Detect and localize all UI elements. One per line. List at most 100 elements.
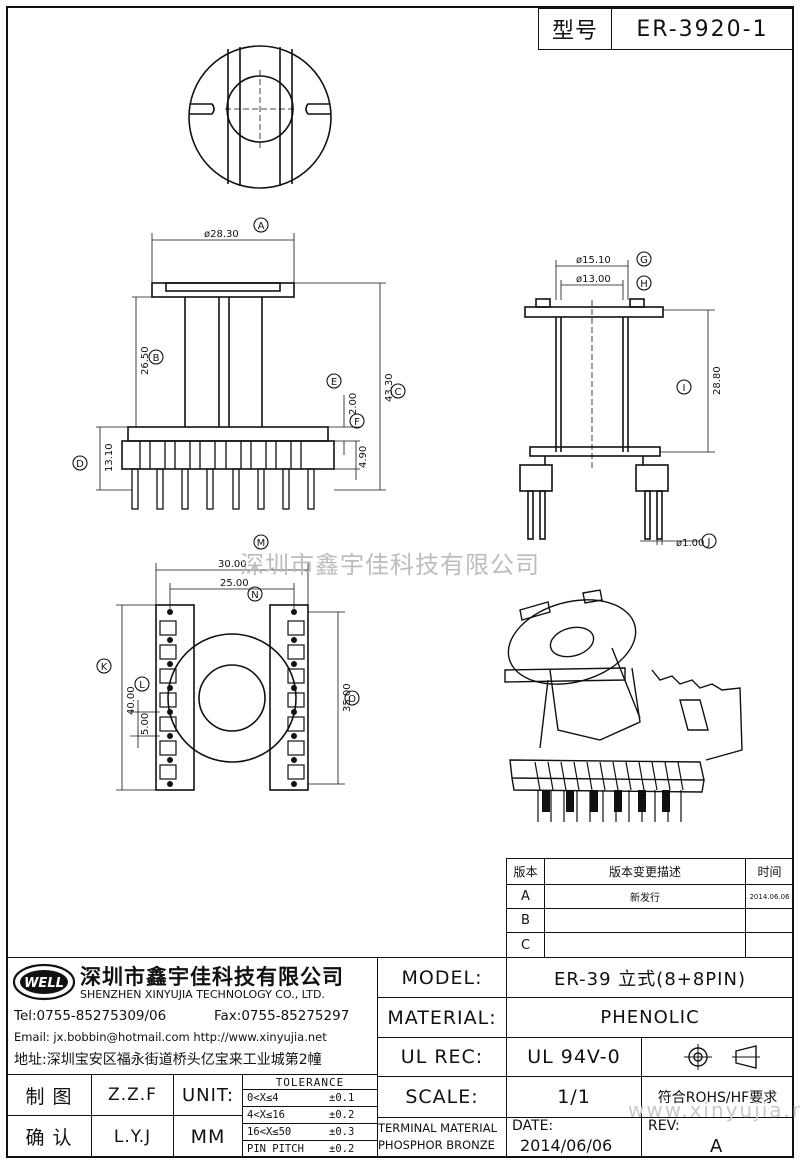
ulrec-value: UL 94V-0 (506, 1037, 642, 1077)
draw-name: Z.Z.F (91, 1074, 174, 1116)
svg-text:A: A (258, 221, 265, 232)
dim-n: 25.00 (220, 578, 249, 589)
unit-value: MM (173, 1115, 243, 1158)
dim-m: 30.00 (218, 559, 247, 570)
ulrec-label: UL REC: (377, 1037, 507, 1077)
svg-text:B: B (153, 353, 160, 364)
tolerance-value-4: ±0.2 (329, 1143, 355, 1155)
tolerance-range-1: 0<X≤4 (247, 1092, 279, 1104)
date-value: 2014/06/06 (520, 1136, 613, 1155)
rev-header-desc: 版本变更描述 (544, 858, 746, 885)
svg-text:L: L (139, 680, 145, 691)
rev-value: A (710, 1136, 723, 1157)
rev-row-a-ver: A (506, 884, 545, 909)
dimension-marker-letters: A B C D E F G H I J M N K L O (76, 221, 710, 705)
model-label-box: 型号 (538, 8, 612, 50)
tolerance-range-4: PIN PITCH (247, 1143, 304, 1155)
dim-l: 5.00 (140, 713, 151, 735)
side-view-dimension-lines (555, 260, 715, 545)
tolerance-value-2: ±0.2 (329, 1109, 355, 1121)
footer-watermark: www.xinyujia.net (628, 1098, 800, 1122)
company-name-en: SHENZHEN XINYUJIA TECHNOLOGY CO., LTD. (80, 988, 325, 1001)
terminal-material-line2: PHOSPHOR BRONZE (378, 1138, 495, 1152)
dim-e: 2.00 (348, 393, 359, 415)
center-watermark: 深圳市鑫宇佳科技有限公司 (240, 551, 540, 579)
tolerance-range-3: 16<X≤50 (247, 1126, 292, 1138)
svg-text:N: N (251, 590, 258, 601)
top-view (188, 45, 332, 189)
tolerance-range-2: 4<X≤16 (247, 1109, 285, 1121)
front-view (121, 282, 335, 510)
dim-a: ø28.30 (204, 229, 239, 240)
scale-value: 1/1 (506, 1076, 642, 1118)
tolerance-value-1: ±0.1 (329, 1092, 355, 1104)
check-label: 确 认 (6, 1115, 92, 1158)
rev-row-b-desc (544, 908, 746, 933)
rev-row-c-time (745, 932, 794, 958)
rev-header-time: 时间 (745, 858, 794, 885)
scale-label: SCALE: (377, 1076, 507, 1118)
rev-header-version: 版本 (506, 858, 545, 885)
dim-h: ø13.00 (576, 274, 611, 285)
svg-text:O: O (348, 694, 356, 705)
company-fax: Fax:0755-85275297 (214, 1008, 350, 1024)
model-value-box: ER-3920-1 (611, 8, 794, 50)
bottom-view-dimension-lines (116, 563, 345, 791)
company-address: 地址:深圳宝安区福永街道桥头亿宝来工业城第2幢 (14, 1052, 322, 1068)
dim-i: 28.80 (712, 366, 723, 395)
rev-row-a-time: 2014.06.06 (745, 884, 794, 909)
bottom-view (155, 604, 309, 791)
first-angle-projection-icon (683, 1044, 760, 1070)
svg-text:J: J (707, 537, 711, 548)
dim-d: 13.10 (104, 443, 115, 472)
technical-drawing: ø28.30 26.50 43.30 13.10 2.00 4.90 ø15.1… (72, 45, 743, 822)
date-label: DATE: (512, 1118, 554, 1134)
projection-symbols (641, 1037, 794, 1077)
dim-j: ø1.00 (676, 538, 704, 549)
model-label: MODEL: (377, 957, 507, 998)
tolerance-row-2: 4<X≤16 ±0.2 (242, 1106, 378, 1124)
material-label: MATERIAL: (377, 997, 507, 1038)
rev-row-c-desc (544, 932, 746, 958)
dim-b: 26.50 (140, 346, 151, 375)
model-value: ER-39 立式(8+8PIN) (506, 957, 794, 998)
dim-k: 40.00 (126, 686, 137, 715)
tolerance-row-4: PIN PITCH ±0.2 (242, 1140, 378, 1158)
terminal-material-line1: TERMINAL MATERIAL (378, 1121, 497, 1135)
rev-row-a-desc: 新发行 (544, 884, 746, 909)
side-view (519, 298, 669, 540)
dim-f: 4.90 (358, 446, 369, 468)
svg-text:G: G (640, 255, 648, 266)
svg-text:C: C (395, 387, 402, 398)
rev-row-b-ver: B (506, 908, 545, 933)
tolerance-title: TOLERANCE (242, 1074, 378, 1090)
company-email: Email: jx.bobbin@hotmail.com http://www.… (14, 1030, 327, 1044)
svg-text:F: F (354, 417, 360, 428)
svg-text:D: D (76, 459, 84, 470)
draw-label: 制 图 (6, 1074, 92, 1116)
svg-text:K: K (101, 662, 108, 673)
rev-label: REV: (648, 1118, 680, 1134)
isometric-view (504, 589, 743, 822)
rev-row-c-ver: C (506, 932, 545, 958)
material-value: PHENOLIC (506, 997, 794, 1038)
dim-c: 43.30 (384, 373, 395, 402)
svg-text:I: I (683, 383, 686, 394)
well-logo: WELL (12, 963, 76, 1001)
svg-text:M: M (257, 538, 266, 549)
company-tel: Tel:0755-85275309/06 (14, 1008, 167, 1024)
dim-g: ø15.10 (576, 255, 611, 266)
dim-o: 35.00 (342, 683, 353, 712)
company-name-cn: 深圳市鑫宇佳科技有限公司 (80, 965, 344, 989)
rev-box (641, 1117, 794, 1158)
rev-row-b-time (745, 908, 794, 933)
svg-text:E: E (331, 377, 337, 388)
check-name: L.Y.J (91, 1115, 174, 1158)
unit-label: UNIT: (173, 1074, 243, 1116)
svg-text:H: H (640, 279, 648, 290)
tolerance-value-3: ±0.3 (329, 1126, 355, 1138)
dimension-labels: ø28.30 26.50 43.30 13.10 2.00 4.90 ø15.1… (104, 229, 723, 735)
front-view-dimension-lines (96, 233, 386, 491)
svg-text:WELL: WELL (24, 976, 64, 991)
tolerance-row-1: 0<X≤4 ±0.1 (242, 1089, 378, 1107)
